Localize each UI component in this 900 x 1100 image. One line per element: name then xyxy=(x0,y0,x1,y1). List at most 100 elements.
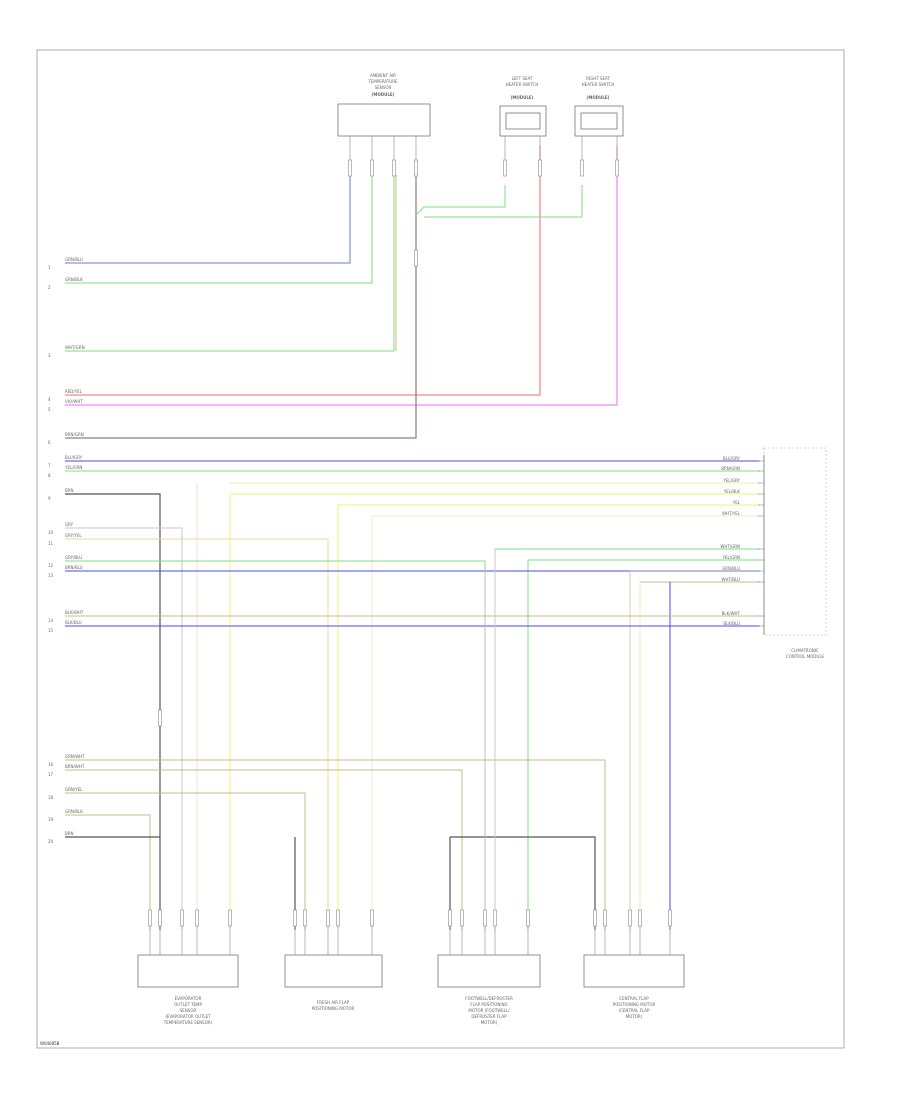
bottom-component-4-line-1: CENTRAL FLAP xyxy=(619,996,649,1001)
bottom-component-4: CENTRAL FLAP POSITIONING MOTOR (CENTRAL … xyxy=(583,954,685,1019)
top-component-1-terminal xyxy=(414,159,418,177)
left-wire-label: GRN/YEL xyxy=(65,787,83,792)
bottom-component-1-terminal xyxy=(180,909,184,927)
bottom-component-2: FRESH AIR FLAP POSITIONING MOTOR xyxy=(284,954,383,1011)
bottom-component-1-line-4: (EVAPORATOR OUTLET xyxy=(165,1014,211,1019)
left-wire-label: BRN/GRN xyxy=(65,432,84,437)
bottom-component-1-terminal xyxy=(228,909,232,927)
bottom-component-1-terminal xyxy=(158,909,162,927)
bottom-component-2-terminal xyxy=(293,909,297,927)
right-wire-label: BLK/WHT xyxy=(722,611,741,616)
top-component-3-line-3: (MODULE) xyxy=(587,95,610,100)
left-pin-number: 10 xyxy=(48,530,54,535)
bottom-component-3-body xyxy=(437,954,541,988)
wire-grn-blk xyxy=(65,175,373,284)
left-pin-number: 18 xyxy=(48,795,54,800)
left-wire-label: GRN/WHT xyxy=(65,754,85,759)
diagram-frame xyxy=(36,49,845,1049)
left-pin-number: 3 xyxy=(48,353,51,358)
bottom-component-3-line-3: MOTOR (FOOTWELL/ xyxy=(468,1008,510,1013)
top-component-2: LEFT SEAT HEATER SWITCH (MODULE) xyxy=(499,76,547,137)
inline-connector xyxy=(414,249,418,267)
left-pin-number: 20 xyxy=(48,839,54,844)
right-module-line-2: CONTROL MODULE xyxy=(786,654,825,659)
bottom-component-2-terminal xyxy=(326,909,330,927)
diagram-id: W04085B xyxy=(40,1041,60,1046)
right-wire-label: GRN/BLU xyxy=(722,566,740,571)
wire-wht-grn xyxy=(65,175,395,352)
left-pin-number: 11 xyxy=(48,541,54,546)
left-wire-label: BRN/BLU xyxy=(65,565,83,570)
top-component-2-line-3: (MODULE) xyxy=(511,95,534,100)
bottom-component-1-terminal xyxy=(148,909,152,927)
bottom-component-4-terminal xyxy=(628,909,632,927)
terminals xyxy=(148,159,672,927)
wire-vio-wht xyxy=(65,145,618,406)
bottom-component-1-line-5: TEMPERATURE SENSOR) xyxy=(163,1020,213,1025)
inline-connector-2 xyxy=(158,709,162,727)
left-pin-number: 9 xyxy=(48,496,51,501)
wire-branch-1 xyxy=(415,185,506,216)
right-wire-label: YEL/BLK xyxy=(723,489,741,494)
top-component-1: AMBIENT AIR TEMPERATURE SENSOR (MODULE) xyxy=(337,73,431,137)
left-pin-number: 4 xyxy=(48,397,51,402)
bottom-component-2-terminal xyxy=(303,909,307,927)
bottom-component-4-terminal xyxy=(603,909,607,927)
bottom-component-2-line-1: FRESH AIR FLAP xyxy=(317,1000,350,1005)
left-pin-number: 1 xyxy=(48,265,51,270)
top-component-3-line-2: HEATER SWITCH xyxy=(582,82,615,87)
bottom-component-4-line-3: (CENTRAL FLAP xyxy=(619,1008,651,1013)
top-component-3-inner xyxy=(580,112,618,130)
left-pin-number: 6 xyxy=(48,440,51,445)
left-pin-number: 2 xyxy=(48,285,51,290)
top-component-1-terminal xyxy=(348,159,352,177)
right-wire-label: YEL xyxy=(732,500,741,505)
right-wire-label: BLU/GRY xyxy=(723,456,741,461)
right-wire-label: YEL/GRY xyxy=(722,478,740,483)
bottom-component-1-line-3: SENSOR xyxy=(180,1008,197,1013)
bottom-component-4-body xyxy=(583,954,685,988)
left-wire-label: GRN/BLU xyxy=(65,257,83,262)
wire-gnd-3 xyxy=(450,836,596,930)
left-wire-label: BLU/GRY xyxy=(65,455,83,460)
left-pin-number: 13 xyxy=(48,573,54,578)
left-pin-number: 7 xyxy=(48,463,51,468)
top-component-2-terminal xyxy=(503,159,507,177)
right-module-outline xyxy=(763,447,827,636)
top-component-2-terminal xyxy=(538,159,542,177)
left-wire-label: WHT/GRN xyxy=(65,345,85,350)
top-component-1-line-3: SENSOR xyxy=(375,85,392,90)
top-component-3-line-1: RIGHT SEAT xyxy=(586,76,610,81)
left-wire-label: BRN xyxy=(65,488,74,493)
left-wire-label: GRN/BLK xyxy=(65,809,83,814)
bottom-component-3-terminal xyxy=(448,909,452,927)
wire-branch-2 xyxy=(424,185,583,218)
left-wire-label: GRY/BLU xyxy=(65,555,82,560)
wire-brn-grn xyxy=(65,175,417,439)
top-component-2-line-1: LEFT SEAT xyxy=(512,76,533,81)
wire-grn-yel xyxy=(65,792,306,930)
bottom-component-4-line-2: POSITIONING MOTOR xyxy=(613,1002,656,1007)
right-wire-label: WHT/GRN xyxy=(720,544,740,549)
left-wire-label: BRN/WHT xyxy=(65,764,85,769)
right-wire-label: WHT/YEL xyxy=(722,511,741,516)
left-pin-number: 15 xyxy=(48,628,54,633)
bottom-component-1-line-1: EVAPORATOR xyxy=(175,996,202,1001)
left-pin-number: 14 xyxy=(48,618,54,623)
right-module: CLIMATRONIC CONTROL MODULE xyxy=(763,447,827,659)
left-wire-label: BLK/BLU xyxy=(65,620,82,625)
wire-grn-blk-2 xyxy=(65,814,151,930)
wire-gry-yel xyxy=(65,538,329,930)
bottom-component-4-terminal xyxy=(638,909,642,927)
top-component-3: RIGHT SEAT HEATER SWITCH (MODULE) xyxy=(574,76,624,137)
top-component-1-line-1: AMBIENT AIR xyxy=(370,73,396,78)
bottom-component-3-line-5: MOTOR) xyxy=(481,1020,498,1025)
left-pin-number: 17 xyxy=(48,772,54,777)
right-module-line-1: CLIMATRONIC xyxy=(791,648,819,653)
left-pin-number: 19 xyxy=(48,817,54,822)
right-wire-labels: BLU/GRYBRN/GRNYEL/GRYYEL/BLKYELWHT/YELWH… xyxy=(720,456,764,627)
top-component-3-terminal xyxy=(615,159,619,177)
left-pin-number: 8 xyxy=(48,473,51,478)
bottom-component-3: FOOTWELL/DEFROSTER FLAP POSITIONING MOTO… xyxy=(437,954,541,1025)
